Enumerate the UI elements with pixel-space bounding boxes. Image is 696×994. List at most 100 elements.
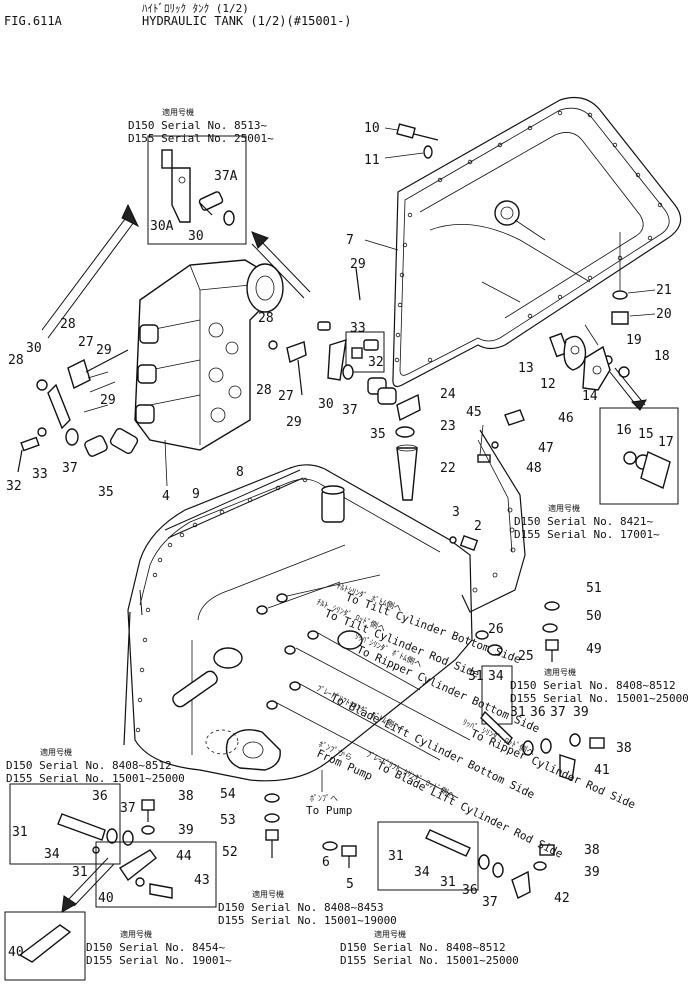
- callout: 10: [364, 121, 380, 136]
- pin-34-bottom: [425, 829, 471, 857]
- callout: 32: [368, 355, 384, 370]
- callout: 14: [582, 389, 598, 404]
- callout: 53: [220, 813, 236, 828]
- washer-39-bottom: [533, 861, 547, 871]
- callout: 30: [188, 229, 204, 244]
- callout: 28: [60, 317, 76, 332]
- title-japanese: ﾊｲﾄﾞﾛﾘｯｸ ﾀﾝｸ (1/2): [142, 2, 249, 15]
- label-blade-rod: To Blade Lift Cylinder Rod Side: [375, 759, 565, 861]
- callout: 3: [452, 505, 460, 520]
- callout-numbers: 10 11 7 21 20 19 18 13 12 14 16 15 17 24…: [6, 121, 674, 960]
- callout: 32: [6, 479, 22, 494]
- serial-note-bottom-mid: 適用号機 D150 Serial No. 8408~8453 D155 Seri…: [218, 888, 397, 927]
- note-line: D150 Serial No. 8408~8512: [6, 759, 172, 772]
- callout: 18: [654, 349, 670, 364]
- callout: 13: [518, 361, 534, 376]
- arrow-hatch-left: [41, 214, 135, 339]
- callout: 43: [194, 873, 210, 888]
- note-line: D150 Serial No. 8513~: [128, 119, 268, 132]
- washer-11: [423, 145, 433, 159]
- note-line: D155 Serial No. 25001~: [128, 132, 274, 145]
- callout: 34: [488, 669, 504, 684]
- bolt-2: [459, 535, 479, 551]
- washer-37: [540, 738, 552, 754]
- callout: 46: [558, 411, 574, 426]
- callout: 19: [626, 333, 642, 348]
- arrow-hatch-mid: [251, 237, 311, 299]
- note-line: D155 Serial No. 15001~25000: [340, 954, 519, 967]
- note-line: D150 Serial No. 8408~8453: [218, 901, 384, 914]
- tank-body-lower: [123, 464, 473, 782]
- washer-54: [264, 793, 280, 803]
- callout: 37: [120, 801, 136, 816]
- lever-40-bottom: [18, 924, 72, 963]
- serial-note-left-low: 適用号機 D150 Serial No. 8408~8512 D155 Seri…: [6, 746, 185, 785]
- callout: 37: [482, 895, 498, 910]
- callout: 8: [236, 465, 244, 480]
- callout: 38: [178, 789, 194, 804]
- callout: 29: [286, 415, 302, 430]
- callout: 6: [322, 855, 330, 870]
- o-ring-6: [322, 841, 338, 851]
- serial-note-top: 適用号機 D150 Serial No. 8513~ D155 Serial N…: [128, 106, 274, 145]
- page-title: HYDRAULIC TANK (1/2)(#15001-): [142, 14, 352, 28]
- callout: 33: [350, 321, 366, 336]
- washer-39-left: [141, 825, 155, 835]
- callout: 31: [440, 875, 456, 890]
- plug-20: [611, 311, 629, 325]
- washer-53: [264, 813, 280, 823]
- callout: 29: [100, 393, 116, 408]
- callout: 48: [526, 461, 542, 476]
- callout: 49: [586, 642, 602, 657]
- bolt-52: [265, 829, 279, 858]
- bolt-49: [545, 639, 559, 662]
- note-line: D150 Serial No. 8408~8512: [510, 679, 676, 692]
- bolt-38: [589, 737, 605, 749]
- washer-39: [569, 733, 581, 747]
- callout: 4: [162, 489, 170, 504]
- bolt-43: [149, 883, 173, 899]
- filler-parts: [395, 393, 421, 501]
- note-heading: 適用号機: [374, 930, 406, 939]
- detail-box-bottom-right: [377, 821, 479, 891]
- gauge-parts: [549, 324, 611, 391]
- o-ring-21: [612, 290, 628, 300]
- port-leaders: [267, 574, 471, 799]
- note-line: D155 Serial No. 15001~25000: [6, 772, 185, 785]
- callout: 37: [62, 461, 78, 476]
- callout: 9: [192, 487, 200, 502]
- callout: 29: [96, 343, 112, 358]
- callout: 28: [8, 353, 24, 368]
- label-to-pump: To Pump: [306, 804, 352, 817]
- bolt-38-left: [141, 799, 155, 811]
- serial-note-bottom-left: 適用号機 D150 Serial No. 8454~ D155 Serial N…: [86, 928, 232, 967]
- detail-box-40-44: [95, 841, 217, 908]
- figure-number: FIG.611A: [4, 14, 62, 28]
- callout: 40: [98, 891, 114, 906]
- callout: 31: [468, 669, 484, 684]
- callout: 36: [462, 883, 478, 898]
- callout: 44: [176, 849, 192, 864]
- callout: 11: [364, 153, 380, 168]
- bolt-10: [396, 123, 439, 141]
- note-line: D155 Serial No. 17001~: [514, 528, 660, 541]
- callout: 21: [656, 283, 672, 298]
- lever-42: [511, 870, 531, 899]
- washer-44: [135, 877, 145, 887]
- callout: 50: [586, 609, 602, 624]
- callout: 42: [554, 891, 570, 906]
- detail-box-left-low: [9, 783, 121, 865]
- note-heading: 適用号機: [120, 930, 152, 939]
- callout: 27: [78, 335, 94, 350]
- note-heading: 適用号機: [40, 748, 72, 757]
- note-heading: 適用号機: [548, 504, 580, 513]
- label-to-pump-jp: ﾎﾟﾝﾌﾟへ: [310, 794, 338, 803]
- detail-box-40-bottom: [4, 911, 86, 981]
- callout: 7: [346, 233, 354, 248]
- callout: 5: [346, 877, 354, 892]
- washer-51: [544, 601, 560, 611]
- callout: 37: [550, 705, 566, 720]
- lever-41: [559, 754, 576, 781]
- callout: 29: [350, 257, 366, 272]
